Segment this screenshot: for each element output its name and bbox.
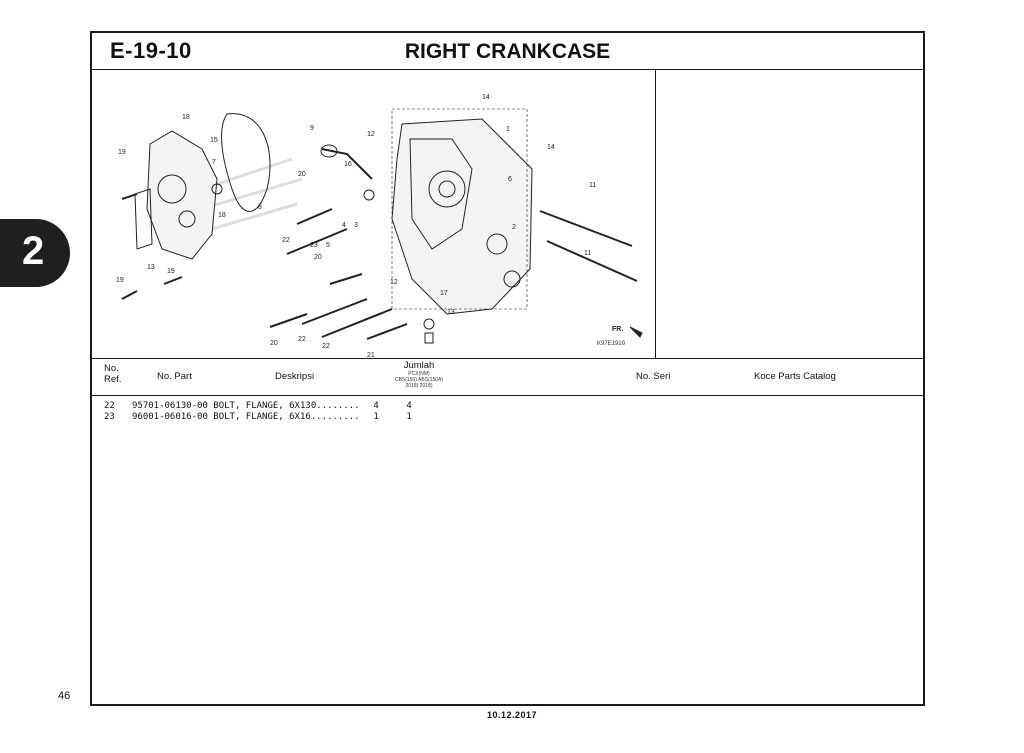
svg-text:7: 7 [212,159,216,166]
part-number-column-header: No. Part [157,371,192,382]
svg-text:13: 13 [147,264,155,271]
exploded-parts-diagram: 18 15 19 7 8 18 13 19 19 9 12 16 20 22 2… [92,69,656,358]
svg-text:19: 19 [167,268,175,275]
svg-text:22: 22 [322,343,330,350]
description-column-header: Deskripsi [275,371,315,382]
page-header: E-19-10 RIGHT CRANKCASE [92,33,923,70]
svg-text:3: 3 [354,222,358,229]
svg-text:12: 12 [367,131,375,138]
section-tab: 2 [0,219,70,287]
svg-text:19: 19 [118,149,126,156]
ref-column-header: No. Ref. [104,363,122,385]
diagram-code: K97E1910 [597,341,626,347]
svg-text:22: 22 [298,336,306,343]
svg-text:20: 20 [270,340,278,347]
svg-text:11: 11 [584,250,591,257]
svg-text:11: 11 [589,182,596,189]
svg-text:20: 20 [298,171,306,178]
svg-text:23: 23 [310,242,318,249]
section-tab-number: 2 [22,229,45,273]
svg-text:18: 18 [182,114,190,121]
svg-text:4: 4 [342,222,346,229]
svg-text:14: 14 [482,94,490,101]
svg-text:5: 5 [326,242,330,249]
catalog-page-frame: E-19-10 RIGHT CRANKCASE [90,31,925,706]
svg-text:1: 1 [506,126,510,133]
parts-table-header: No. Ref. No. Part Deskripsi Jumlah PCX(N… [92,358,923,396]
svg-text:12: 12 [390,279,398,286]
svg-text:2: 2 [512,224,516,231]
svg-text:15: 15 [210,137,218,144]
page-number: 46 [58,690,71,702]
direction-label: FR. [612,326,623,333]
svg-text:19: 19 [116,277,124,284]
crankcase-drawing: 18 15 19 7 8 18 13 19 19 9 12 16 20 22 2… [116,94,643,358]
svg-text:17: 17 [440,290,448,297]
page-title: RIGHT CRANKCASE [404,40,611,63]
svg-text:14: 14 [547,144,555,151]
svg-text:6: 6 [508,176,512,183]
svg-text:16: 16 [344,161,352,168]
callout-labels: 18 15 19 7 8 18 13 19 19 9 12 16 20 22 2… [116,94,623,358]
svg-text:13: 13 [447,309,455,316]
svg-text:8: 8 [258,204,262,211]
section-code: E-19-10 [110,38,192,63]
svg-text:22: 22 [282,237,290,244]
serial-column-header: No. Seri [636,371,671,382]
svg-text:20: 20 [314,254,322,261]
print-date: 10.12.2017 [486,710,538,720]
svg-text:21: 21 [367,352,375,358]
quantity-column-header: Jumlah PCX(NM) CBS(150) ABS(150A) 2018) … [394,360,444,389]
svg-text:9: 9 [310,125,314,132]
svg-text:18: 18 [218,212,226,219]
catalog-column-header: Koce Parts Catalog [754,371,836,382]
